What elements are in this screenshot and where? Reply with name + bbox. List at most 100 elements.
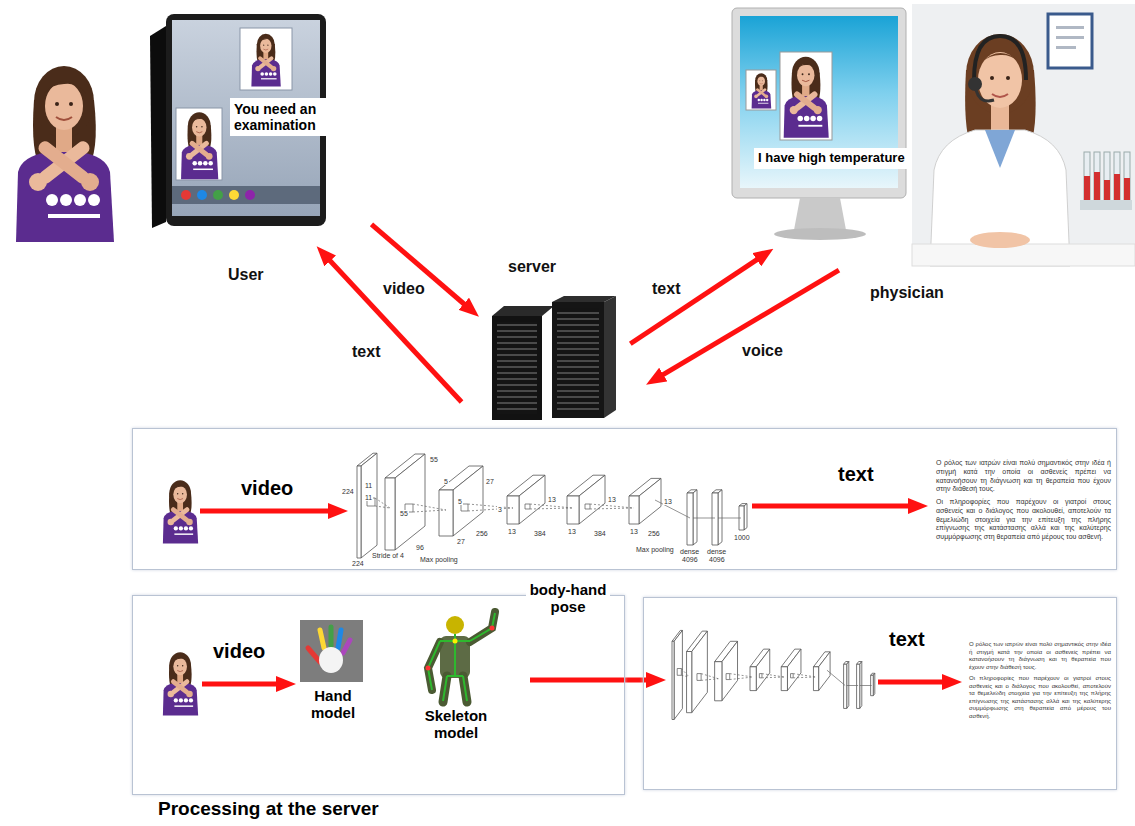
skeleton-model-image [447, 675, 463, 677]
physician-photo [1114, 174, 1120, 202]
monitor-drawing [774, 228, 866, 240]
skeleton-model-image [490, 626, 495, 631]
processing-panel: videotextΟ ρόλος των ιατρών είναι πολύ σ… [132, 428, 1117, 570]
layer-dimension: 4096 [681, 556, 699, 563]
flow-arrow [530, 678, 654, 683]
kernel [791, 674, 794, 678]
layer-dimension: 11 [364, 494, 373, 501]
physician-photo [982, 53, 1020, 62]
tablet-drawing [181, 112, 218, 179]
layer-dimension: 256 [647, 530, 661, 537]
arrow-label: body-hand pose [526, 582, 610, 615]
skeleton-model-image [453, 639, 458, 644]
hand-model-image [329, 627, 334, 646]
layer-block [687, 652, 692, 713]
layer-dimension: Stride of 4 [371, 552, 405, 559]
layer-block [357, 466, 361, 558]
layer-block [693, 490, 697, 545]
layer-block [357, 453, 377, 558]
layer-block [813, 667, 818, 691]
layer-dimension: 27 [456, 538, 466, 545]
layer-block [687, 493, 693, 545]
monitor-drawing [732, 8, 906, 240]
tablet-drawing [229, 190, 239, 200]
layer-block [718, 490, 722, 545]
tablet-drawing [150, 26, 166, 228]
hand-model-image [300, 620, 363, 682]
physician-photo [992, 94, 1008, 97]
layer-block [857, 664, 860, 708]
skeleton-model-image [470, 612, 495, 642]
video-label: video [241, 477, 293, 500]
layer-block [507, 475, 545, 524]
kernel [701, 674, 718, 679]
layer-block [715, 641, 738, 701]
layer-block [439, 466, 483, 536]
kernel [677, 669, 689, 678]
output-text: Οι πληροφορίες που παρέχουν οι γιατροί σ… [936, 498, 1111, 542]
layer-dimension: 384 [593, 530, 607, 537]
layer-dimension: 96 [415, 544, 425, 551]
server-icon [492, 316, 542, 420]
server-icon [557, 308, 599, 412]
physician-photo [1006, 76, 1010, 80]
layer-dimension: 4096 [708, 556, 726, 563]
layer-block [672, 630, 682, 719]
flow-arrow [202, 682, 284, 687]
data-arrow [656, 270, 839, 379]
layer-dimension: 27 [485, 478, 495, 485]
kernel [525, 504, 573, 509]
layer-dimension: 384 [533, 530, 547, 537]
layer-block [715, 662, 722, 701]
tablet-drawing [150, 14, 326, 228]
skeleton-model-image [428, 642, 440, 690]
physician-photo [985, 130, 1015, 168]
kernel [762, 677, 784, 679]
monitor-drawing [732, 8, 906, 198]
tablet-drawing [245, 190, 255, 200]
layer-dimension: 224 [341, 488, 355, 495]
physician-photo [976, 90, 994, 101]
user-label: User [228, 266, 264, 284]
kernel [793, 677, 816, 679]
kernel [375, 498, 390, 508]
flow-arrow [878, 680, 950, 685]
physician-photo [1124, 152, 1130, 202]
skeleton-model-image [443, 676, 447, 702]
layer-dimension: 256 [475, 530, 489, 537]
physician-label: physician [870, 284, 944, 302]
kernel [375, 506, 390, 508]
layer-block [744, 504, 747, 530]
user-photo [16, 66, 114, 242]
edge-label: video [383, 280, 425, 298]
cnn-diagram [672, 630, 875, 719]
hand-model-image [300, 620, 363, 682]
data-arrow [325, 255, 462, 402]
layer-block [750, 649, 770, 690]
video-label: video [213, 640, 265, 663]
physician-photo [974, 36, 1026, 80]
monitor-drawing [784, 57, 829, 138]
layer-block [579, 475, 605, 524]
tablet-drawing [166, 14, 326, 226]
edge-label: text [652, 280, 680, 298]
physician-photo [990, 76, 994, 80]
physician-photo [912, 4, 1135, 266]
layer-block [712, 490, 722, 545]
layer-block [692, 631, 708, 713]
layer-dimension: 3 [497, 506, 503, 513]
edge-label: text [352, 343, 380, 361]
layer-block [385, 454, 425, 550]
kernel [697, 674, 718, 681]
dense-link [693, 518, 715, 519]
server-icon [552, 302, 604, 418]
layer-block [756, 649, 770, 690]
layer-dimension: 5 [443, 478, 449, 485]
skeleton-model-image [443, 676, 447, 701]
monitor-node: I have high temperature [730, 8, 908, 242]
cnn-diagram [357, 453, 747, 558]
server-icon [497, 322, 537, 414]
hand-model-image [338, 630, 341, 648]
layer-block [519, 475, 545, 524]
